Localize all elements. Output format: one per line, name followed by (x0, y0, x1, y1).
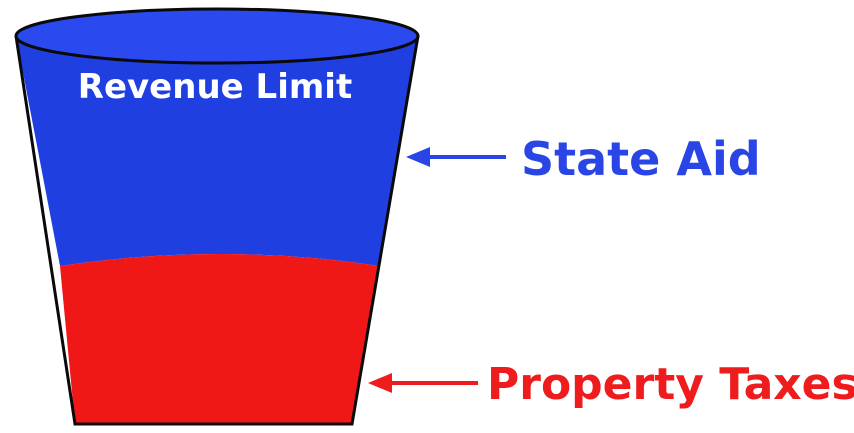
state-aid-label: State Aid (521, 132, 761, 186)
state-aid-arrow (406, 147, 506, 167)
state-aid-section (16, 36, 418, 266)
property-taxes-arrow (368, 373, 478, 393)
bucket-rim (14, 7, 420, 65)
revenue-limit-label: Revenue Limit (78, 67, 352, 107)
property-taxes-section (60, 254, 380, 424)
bucket-outline (14, 35, 420, 426)
property-taxes-label: Property Taxes (487, 359, 854, 410)
